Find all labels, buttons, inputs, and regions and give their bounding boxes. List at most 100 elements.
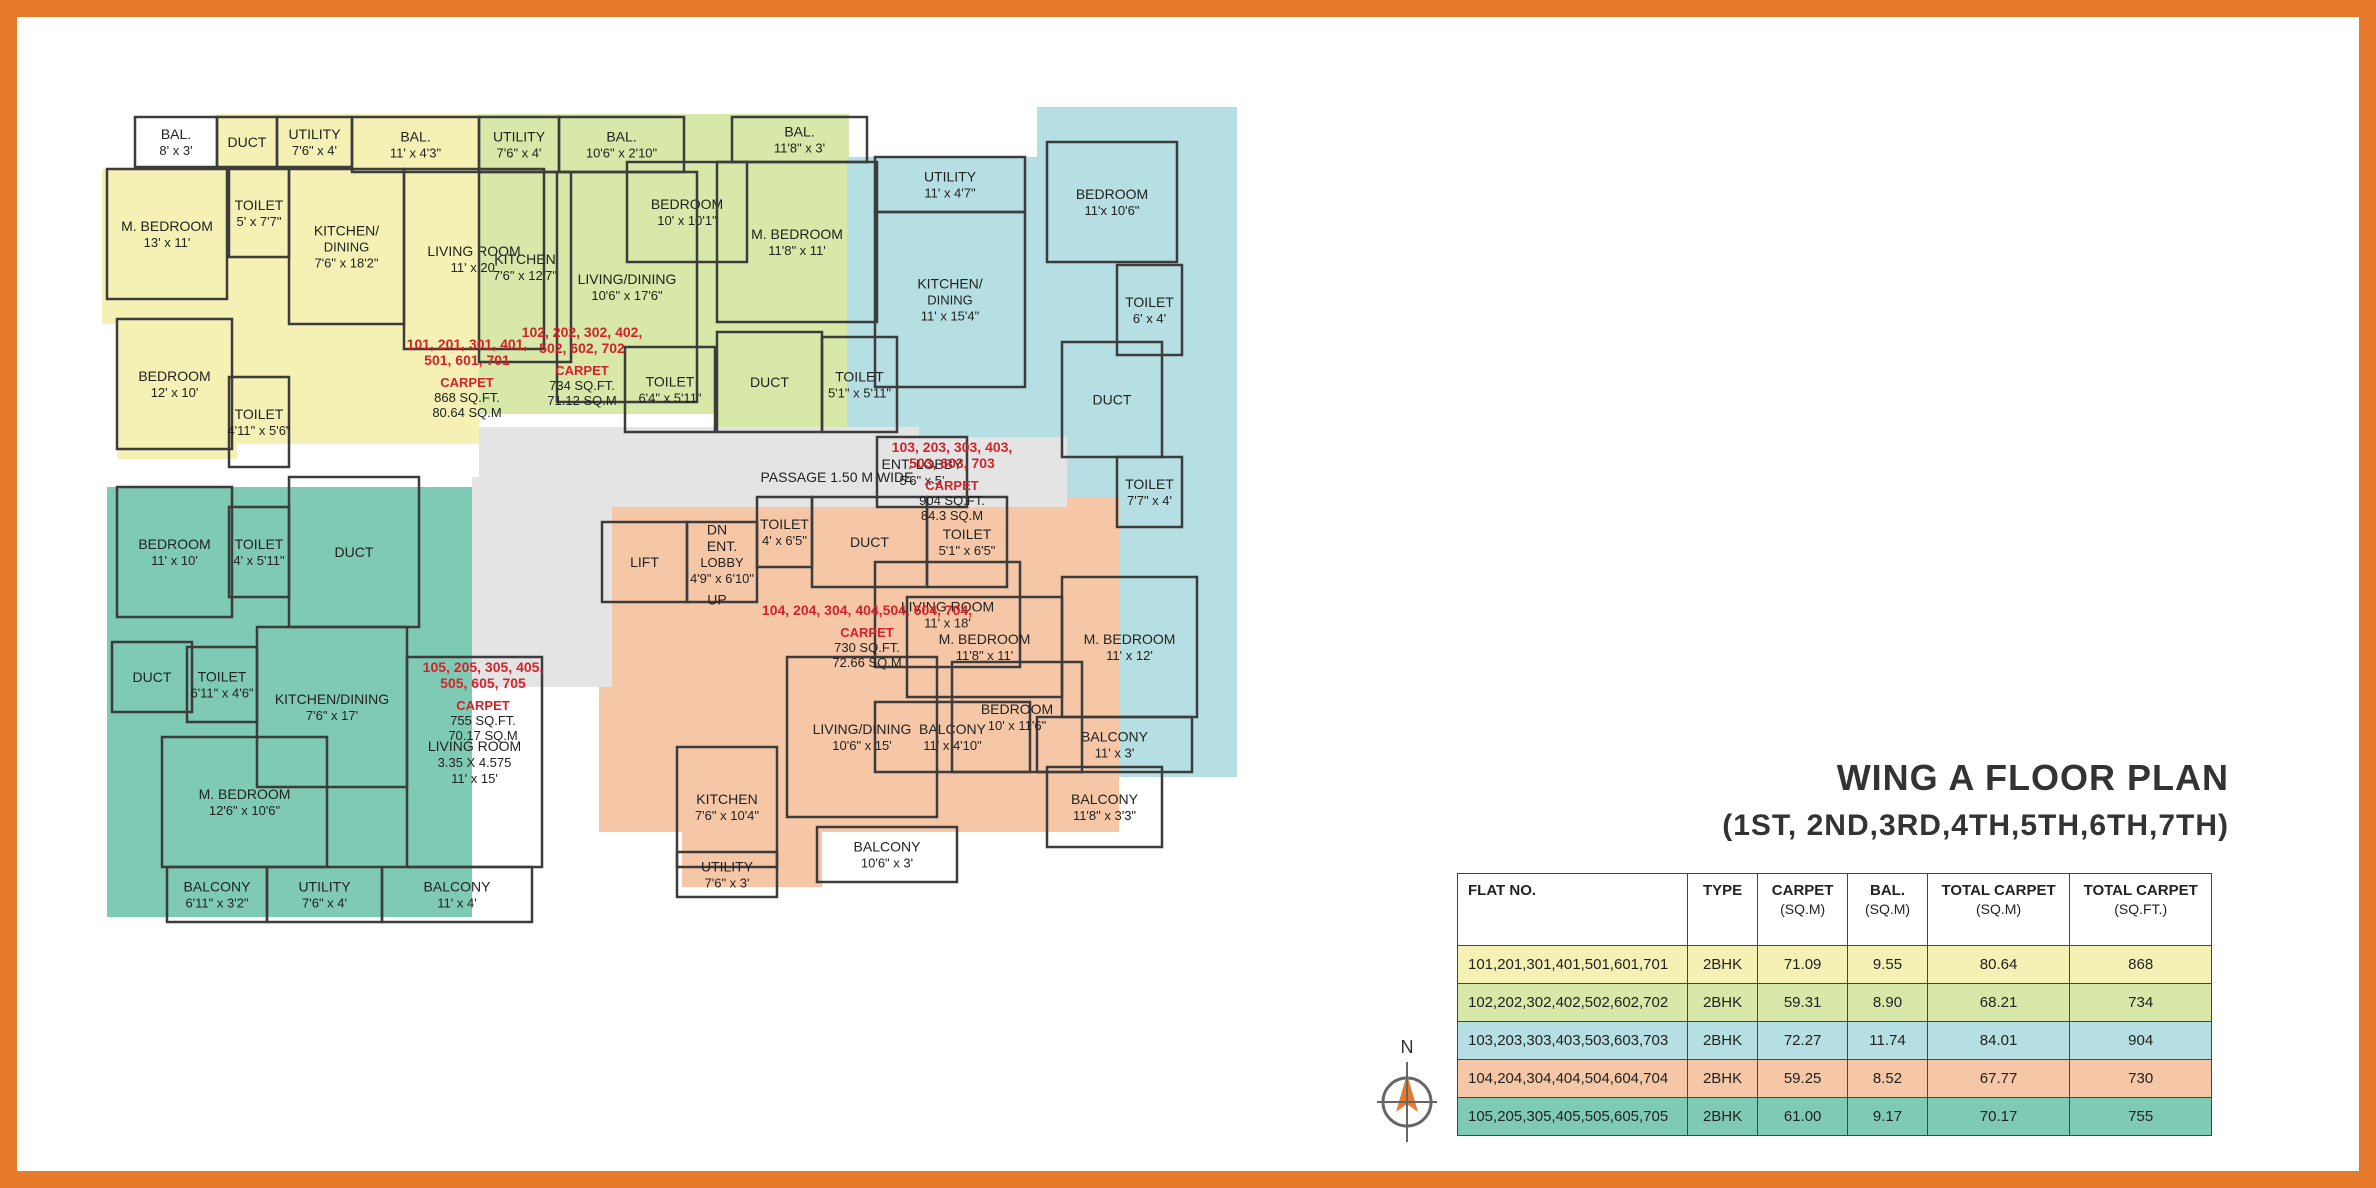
room-outline <box>623 345 717 434</box>
carpet-value: 72.66 SQ.M <box>832 655 901 670</box>
carpet-value: 904 SQ.FT. <box>919 493 985 508</box>
table-cell-total-sqm: 67.77 <box>1926 1059 2071 1098</box>
table-header-cell: FLAT NO. <box>1456 873 1689 946</box>
room-outline <box>402 167 546 351</box>
room-label: 4' x 5'11" <box>233 553 285 568</box>
room-outline <box>1060 340 1164 459</box>
room-label: 11' x 4' <box>437 896 476 911</box>
room-label: LIFT <box>630 554 659 570</box>
table-cell-total-sqm: 84.01 <box>1926 1021 2071 1060</box>
room-label: BALCONY <box>1081 729 1149 745</box>
room-label: DINING <box>927 293 973 308</box>
room-bal-101: BAL.8' x 3' <box>133 115 219 169</box>
carpet-value: 84.3 SQ.M <box>921 508 983 523</box>
room-label: KITCHEN <box>696 791 757 807</box>
room-label: UTILITY <box>288 126 341 142</box>
flat-numbers: 104, 204, 304, 404,504, 604, 704, <box>762 602 972 618</box>
table-header-cell: TOTAL CARPET(SQ.M) <box>1926 873 2071 946</box>
table-cell-type: 2BHK <box>1687 1059 1759 1098</box>
room-label: 10'6" x 3' <box>861 856 913 871</box>
carpet-heading: CARPET <box>456 698 510 713</box>
table-cell-type: 2BHK <box>1687 1097 1759 1136</box>
room-label: 11' x 10' <box>151 553 198 568</box>
plan-subtitle: (1ST, 2ND,3RD,4TH,5TH,6TH,7TH) <box>1722 809 2229 842</box>
room-label: LIVING/DINING <box>578 271 677 287</box>
header-unit: (SQ.M) <box>1864 901 1911 917</box>
room-label: M. BEDROOM <box>121 218 213 234</box>
room-outline <box>675 850 779 899</box>
room-label: LIVING ROOM <box>427 243 520 259</box>
room-label: DN <box>707 522 727 538</box>
room-outline <box>820 335 899 434</box>
room-label: 10' x 11'6" <box>988 718 1047 733</box>
room-stair-dn: DN <box>707 522 727 538</box>
room-label: 11' x 12' <box>1106 648 1153 663</box>
room-label: 11' x 4'3" <box>390 146 442 161</box>
room-bal-102b: BAL.11'8" x 3' <box>730 115 869 164</box>
table-cell-bal: 8.52 <box>1847 1059 1928 1098</box>
table-cell-total-sqft: 755 <box>2069 1097 2212 1136</box>
room-label: 7'6" x 4' <box>292 143 337 158</box>
header-unit: (SQ.M) <box>1976 901 2022 917</box>
room-label: BALCONY <box>424 879 492 895</box>
table-header-cell: TOTAL CARPET(SQ.FT.) <box>2069 873 2212 946</box>
table-cell-flats: 103,203,303,403,503,603,703 <box>1456 1021 1689 1060</box>
room-label: 7'6" x 18'2" <box>314 256 378 271</box>
room-label: 10'6" x 2'10" <box>586 146 658 161</box>
room-outline <box>133 115 219 169</box>
room-label: TOILET <box>198 669 247 685</box>
room-label: UP <box>707 592 726 608</box>
room-label: 5' x 7'7" <box>237 214 282 229</box>
room-label: 13' x 11' <box>144 235 191 250</box>
room-label: BALCONY <box>1071 791 1139 807</box>
room-passage: PASSAGE 1.50 M WIDE <box>760 469 913 485</box>
room-outline <box>815 825 959 884</box>
room-outline <box>115 317 234 451</box>
room-label: ENT. <box>707 538 737 554</box>
room-outline <box>925 495 1009 589</box>
room-label: TOILET <box>235 406 284 422</box>
room-label: DUCT <box>228 134 267 150</box>
room-label: UTILITY <box>701 859 754 875</box>
room-outline <box>875 435 969 509</box>
room-label: TOILET <box>1125 476 1174 492</box>
room-label: LIVING/DINING <box>813 721 912 737</box>
header-main: TOTAL CARPET <box>2083 882 2198 899</box>
room-label: BEDROOM <box>138 368 210 384</box>
table-cell-bal: 9.55 <box>1847 945 1928 984</box>
room-label: 10'6" x 17'6" <box>591 288 663 303</box>
room-outline <box>115 485 234 619</box>
room-outline <box>110 640 194 714</box>
room-outline <box>1035 715 1194 774</box>
table-cell-total-sqm: 70.17 <box>1926 1097 2071 1136</box>
room-label: BAL. <box>606 129 636 145</box>
table-cell-bal: 11.74 <box>1847 1021 1928 1060</box>
flat-tags-layer: 101, 201, 301, 401,501, 601, 701CARPET86… <box>407 324 1013 743</box>
header-main: BAL. <box>1870 882 1906 899</box>
room-outline <box>227 375 291 469</box>
unit-102-fill-b <box>717 324 847 434</box>
room-label: UTILITY <box>924 169 977 185</box>
carpet-heading: CARPET <box>840 625 894 640</box>
header-main: CARPET <box>1771 882 1834 899</box>
flat-numbers: 502, 602, 702 <box>539 340 625 356</box>
room-outline <box>715 160 879 324</box>
room-label: 4'11" x 5'6" <box>227 423 290 438</box>
carpet-heading: CARPET <box>925 478 979 493</box>
room-label: 12' x 10' <box>151 385 199 400</box>
